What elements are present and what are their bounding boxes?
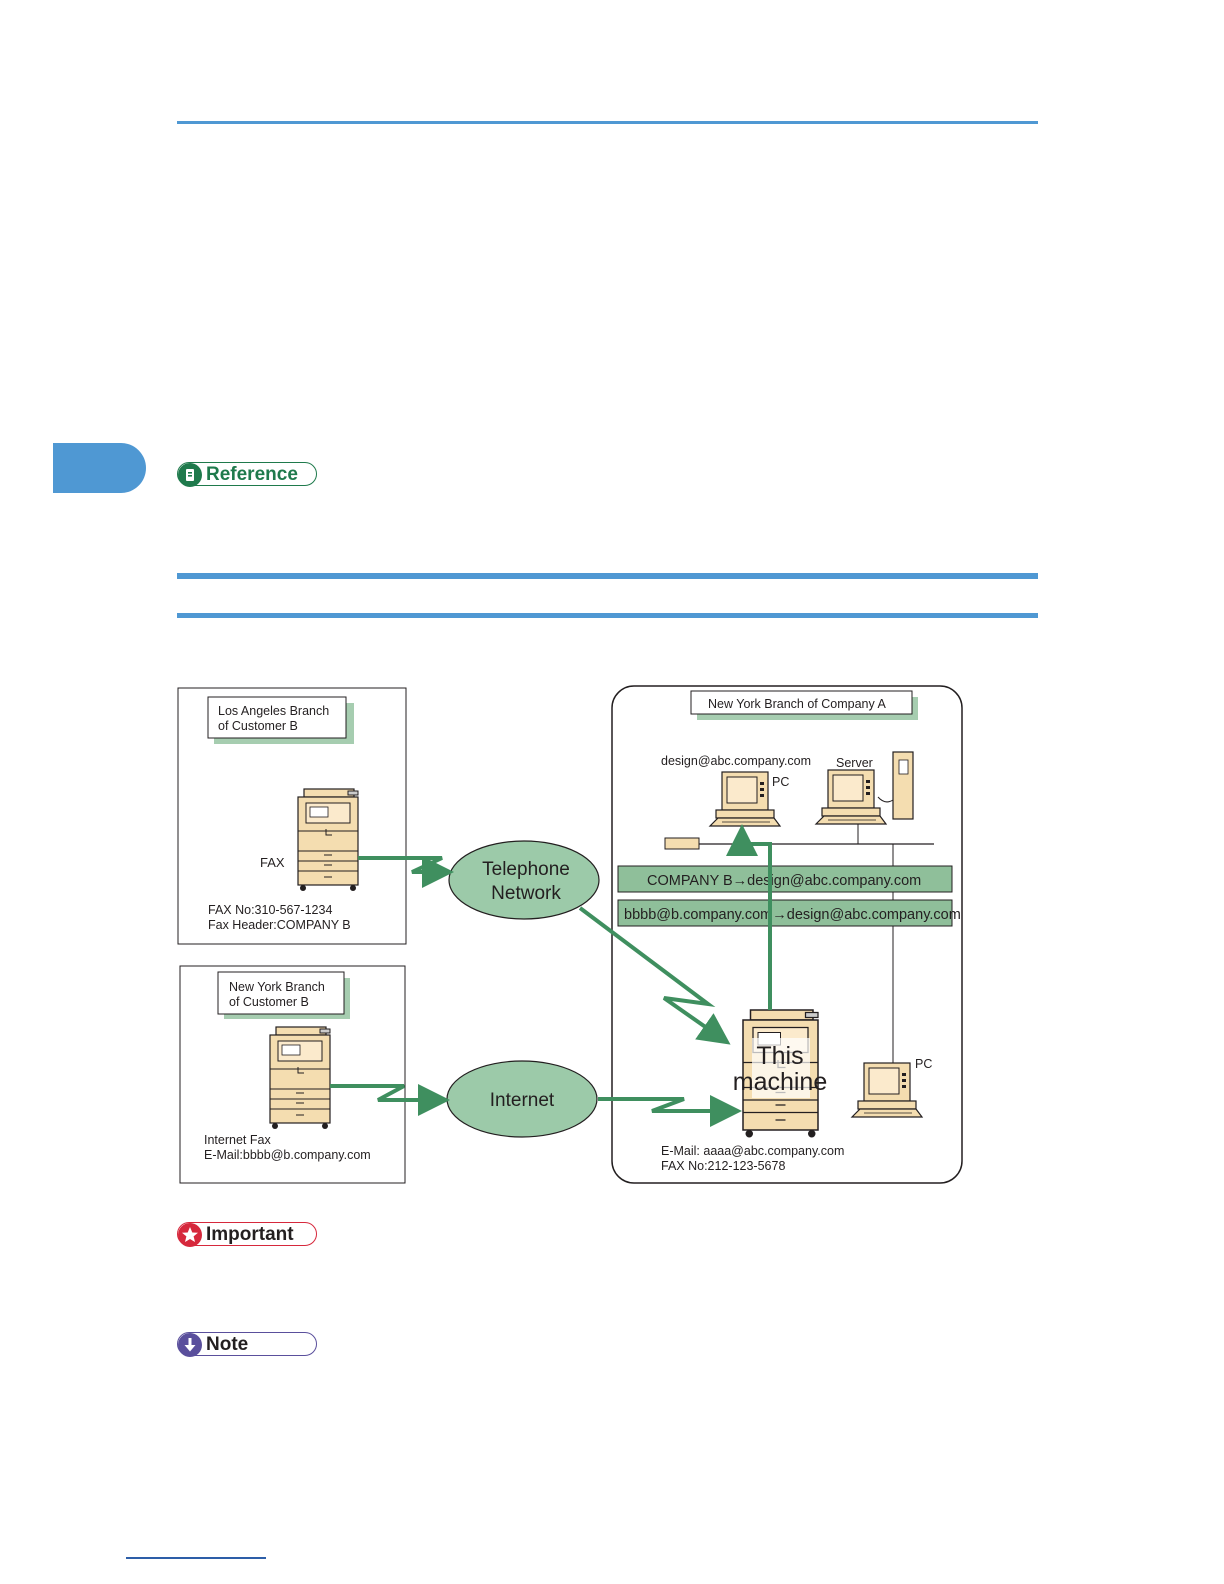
ny-customer-label-2: of Customer B <box>229 995 309 1009</box>
top-rule <box>177 121 1038 124</box>
star-icon <box>178 1223 202 1247</box>
important-badge: Important <box>177 1222 317 1247</box>
company-a-label-box <box>690 690 913 715</box>
footer-line <box>126 1557 266 1559</box>
reference-badge: Reference <box>177 462 317 487</box>
hub-icon <box>664 837 700 850</box>
section-rule-bottom <box>177 613 1038 618</box>
machine-to-pc-arrow <box>726 824 772 1010</box>
la-branch-label-2: of Customer B <box>218 719 298 733</box>
this-machine-label-2: machine <box>733 1068 828 1096</box>
telephone-to-machine-arrow <box>578 906 731 1045</box>
route-1-text: COMPANY B→design@abc.company.com <box>647 873 921 889</box>
ny-internet-fax-label: Internet Fax <box>204 1133 271 1147</box>
section-rule-top <box>177 573 1038 579</box>
server-tower-icon <box>877 751 914 820</box>
note-badge: Note <box>177 1332 317 1357</box>
fax-to-telephone-arrow <box>358 856 454 888</box>
route-2-text: bbbb@b.company.com→design@abc.company.co… <box>624 907 961 923</box>
telephone-network-label-1: Telephone <box>482 859 570 880</box>
pc-label: PC <box>772 775 789 789</box>
ny-internet-fax-email: E-Mail:bbbb@b.company.com <box>204 1148 371 1162</box>
note-label: Note <box>206 1334 249 1355</box>
route-bar-2 <box>617 899 953 927</box>
pc2-label: PC <box>915 1057 932 1071</box>
telephone-network-ellipse <box>448 840 600 920</box>
reference-icon <box>178 463 202 487</box>
machine-email: E-Mail: aaaa@abc.company.com <box>661 1144 844 1158</box>
internet-to-machine-arrow <box>598 1095 742 1127</box>
ny-customer-label-1: New York Branch <box>229 980 325 994</box>
this-machine-label-1: This <box>756 1042 803 1070</box>
ny-internet-fax-icon <box>269 1026 331 1130</box>
ny-customer-label-box <box>217 971 345 1015</box>
ny-fax-to-internet-arrow <box>330 1084 450 1116</box>
la-fax-label: FAX <box>260 855 285 870</box>
chapter-tab <box>53 443 146 493</box>
pc-email: design@abc.company.com <box>661 754 811 768</box>
la-branch-label-1: Los Angeles Branch <box>218 704 329 718</box>
la-fax-machine-icon <box>297 788 359 892</box>
important-label: Important <box>206 1224 294 1245</box>
down-arrow-icon <box>178 1333 202 1357</box>
la-fax-header: Fax Header:COMPANY B <box>208 918 351 932</box>
reference-label: Reference <box>206 464 298 485</box>
la-branch-label-box <box>207 696 347 739</box>
internet-label: Internet <box>490 1090 555 1111</box>
company-a-label: New York Branch of Company A <box>708 697 887 711</box>
la-fax-number: FAX No:310-567-1234 <box>208 903 332 917</box>
machine-fax: FAX No:212-123-5678 <box>661 1159 785 1173</box>
route-bar-1 <box>617 865 953 893</box>
server-label: Server <box>836 756 873 770</box>
telephone-network-label-2: Network <box>491 883 561 904</box>
